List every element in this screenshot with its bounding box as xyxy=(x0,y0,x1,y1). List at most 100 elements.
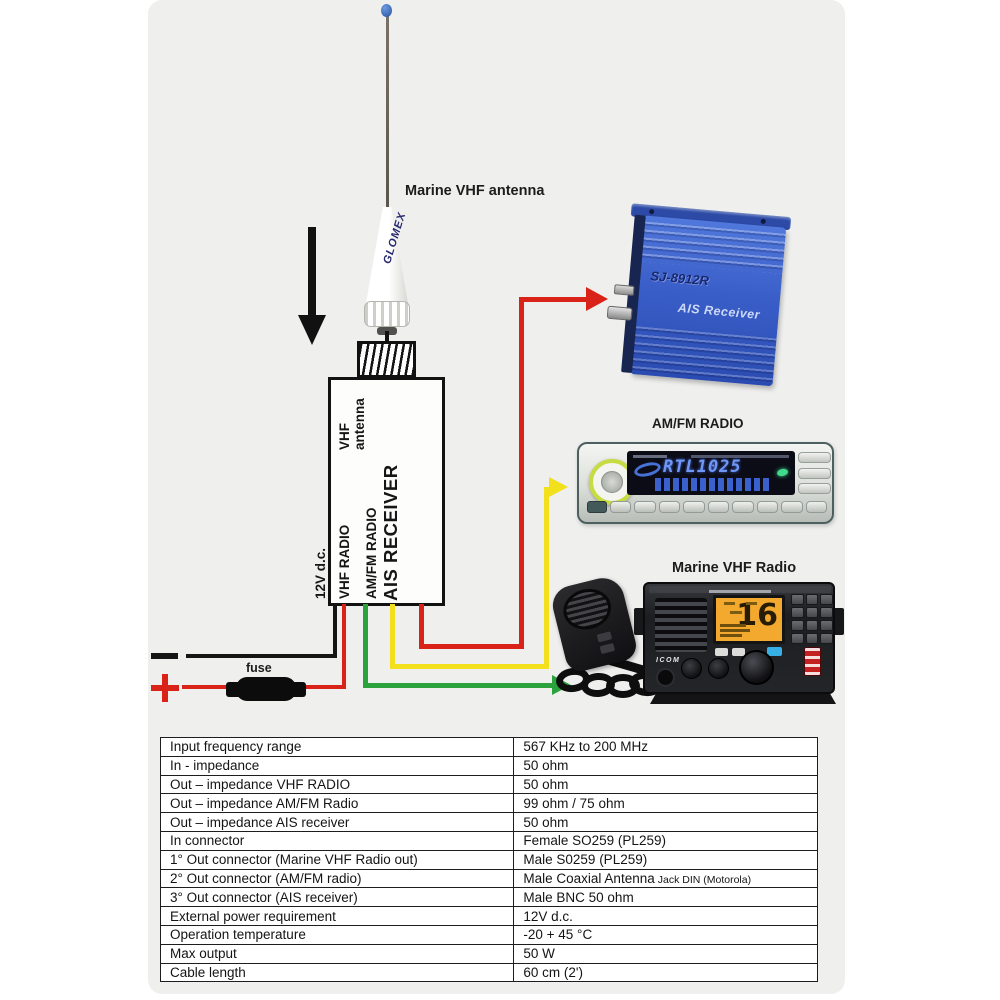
display-microtext xyxy=(746,602,757,605)
mic-grille xyxy=(559,583,616,635)
yellow-arrow-icon xyxy=(549,477,568,497)
vhf-radio-photo: ICOM 16 xyxy=(643,582,835,694)
plus-symbol xyxy=(162,674,168,702)
bracket-knob xyxy=(634,608,645,635)
spec-label: 1° Out connector (Marine VHF Radio out) xyxy=(159,849,515,870)
blue-button xyxy=(767,647,782,656)
distress-button xyxy=(804,647,821,676)
radio-microtext xyxy=(709,590,771,593)
mounting-bracket xyxy=(650,691,836,704)
red-arrow-icon xyxy=(586,287,608,311)
mic-button xyxy=(599,642,616,655)
screw-hole-icon xyxy=(648,208,655,215)
ais-name-text: AIS Receiver xyxy=(677,300,761,322)
bnc-connector-icon xyxy=(606,305,633,321)
function-button xyxy=(732,648,745,656)
table-row: 2° Out connector (AM/FM radio)Male Coaxi… xyxy=(159,868,818,889)
spec-label: 2° Out connector (AM/FM radio) xyxy=(159,868,515,889)
antenna-tip xyxy=(381,4,392,17)
stereo-button-row xyxy=(587,500,827,513)
splitter-port-12v-label: 12V d.c. xyxy=(313,547,328,599)
stereo-display: RTL1025 xyxy=(627,451,795,495)
table-row: 1° Out connector (Marine VHF Radio out)M… xyxy=(159,849,818,870)
table-row: Operation temperature-20 + 45 °C xyxy=(159,924,818,945)
antenna-connector-block xyxy=(357,341,416,378)
radio-top-strip xyxy=(649,586,831,593)
amfm-radio-wire xyxy=(390,664,549,669)
spec-value: 50 ohm xyxy=(513,755,818,776)
spec-value: 567 KHz to 200 MHz xyxy=(513,737,818,757)
positive-wire xyxy=(342,604,346,689)
spec-value: 50 W xyxy=(513,943,818,964)
spec-value: 12V d.c. xyxy=(513,906,818,926)
spec-value: 99 ohm / 75 ohm xyxy=(513,793,818,814)
antenna-splitter-box xyxy=(328,377,445,606)
green-arrow-icon xyxy=(552,675,571,695)
keypad xyxy=(791,594,833,644)
display-microtext xyxy=(691,455,789,458)
spec-value: Female SO259 (PL259) xyxy=(513,830,818,851)
display-microtext xyxy=(730,611,742,614)
volume-knob xyxy=(681,658,702,679)
station-text: RTL1025 xyxy=(663,457,742,477)
vhf-radio-wire xyxy=(363,604,368,688)
ais-model-text: SJ-8912R xyxy=(649,268,710,289)
minus-symbol xyxy=(151,653,178,659)
spec-value: Male S0259 (PL259) xyxy=(513,849,818,870)
mic-button xyxy=(596,631,613,643)
display-microtext xyxy=(720,629,750,632)
speaker-grille xyxy=(655,598,707,652)
display-logo-oval xyxy=(632,459,663,480)
green-led-icon xyxy=(776,467,789,478)
down-arrow-icon xyxy=(308,227,316,317)
splitter-port-antenna-label: VHF antenna xyxy=(337,398,367,450)
mic-jack xyxy=(656,668,675,687)
spec-value: 50 ohm xyxy=(513,774,818,795)
spectrum-bars xyxy=(655,478,771,491)
spec-label: Cable length xyxy=(159,962,515,983)
screw-hole-icon xyxy=(760,218,766,225)
spec-value: Male BNC 50 ohm xyxy=(513,887,818,908)
spec-value: 50 ohm xyxy=(513,812,818,832)
antenna-stem xyxy=(385,331,389,344)
ais-receiver-wire xyxy=(519,297,524,649)
bnc-connector-icon xyxy=(613,284,635,296)
ais-receiver-wire xyxy=(519,297,587,302)
fuse-holder xyxy=(236,677,296,701)
splitter-port-vhf-label: VHF RADIO xyxy=(337,524,352,599)
marine-vhf-antenna-label: Marine VHF antenna xyxy=(405,183,545,199)
spec-label: Operation temperature xyxy=(159,924,515,945)
spec-label: Out – impedance AM/FM Radio xyxy=(159,793,515,814)
splitter-port-ais-label: AIS RECEIVER xyxy=(380,464,401,601)
spec-value: -20 + 45 °C xyxy=(513,924,818,945)
fuse-label: fuse xyxy=(246,661,272,675)
channel-knob xyxy=(739,650,774,685)
antenna-mount-nut xyxy=(364,301,410,327)
negative-wire xyxy=(333,604,337,657)
ais-receiver-wire xyxy=(419,604,424,649)
display-microtext xyxy=(720,624,746,627)
mic-cord-coil xyxy=(606,674,640,698)
spec-label: Out – impedance AIS receiver xyxy=(159,812,515,832)
down-arrow-head-icon xyxy=(298,315,326,345)
ais-receiver-case: SJ-8912R AIS Receiver xyxy=(629,215,787,387)
amfm-radio-wire xyxy=(544,487,549,669)
amfm-radio-photo: RTL1025 xyxy=(577,442,834,524)
spec-label: Out – impedance VHF RADIO xyxy=(159,774,515,795)
vhf-radio-wire xyxy=(363,683,553,688)
spec-label: 3° Out connector (AIS receiver) xyxy=(159,887,515,908)
case-ribs xyxy=(630,326,777,385)
ais-receiver-wire xyxy=(419,644,524,649)
volume-knob-center xyxy=(601,471,623,493)
marine-vhf-radio-label: Marine VHF Radio xyxy=(672,560,797,576)
spec-value: 60 cm (2') xyxy=(513,962,818,983)
spec-label: Max output xyxy=(159,943,515,964)
